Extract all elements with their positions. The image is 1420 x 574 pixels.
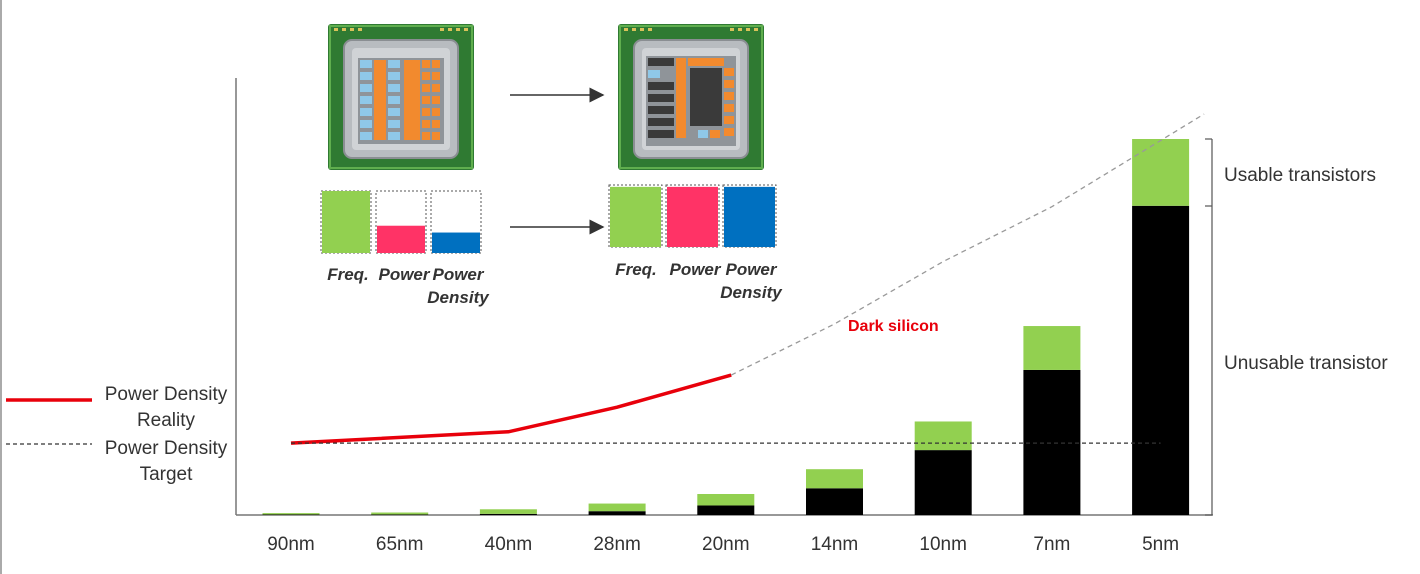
usable-transistors-label: Usable transistors xyxy=(1224,165,1376,186)
legend-target-line2: Target xyxy=(140,464,194,485)
inset-left-density-label-line2: Density xyxy=(427,288,490,307)
bar-unusable-90nm xyxy=(262,514,320,515)
x-tick-40nm: 40nm xyxy=(485,534,533,555)
bar-usable-90nm xyxy=(262,513,320,515)
chip-image-right xyxy=(618,24,764,170)
inset-left-power-label: Power xyxy=(378,265,430,284)
legend-target-line1: Power Density xyxy=(105,438,228,459)
right-bracket xyxy=(1205,138,1213,516)
bar-unusable-14nm xyxy=(806,488,863,515)
bar-usable-10nm xyxy=(914,421,972,451)
bar-usable-7nm xyxy=(1023,326,1081,370)
inset-right-bar-fill-2 xyxy=(724,186,775,247)
inset-left-density-label-line1: Power xyxy=(432,265,484,284)
lines-layer xyxy=(290,113,1205,445)
x-tick-65nm: 65nm xyxy=(376,534,424,555)
line-power-density-reality xyxy=(290,373,732,445)
inset-left-freq-label: Freq. xyxy=(327,265,369,284)
bar-unusable-5nm xyxy=(1132,205,1190,515)
bar-unusable-65nm xyxy=(371,514,429,515)
x-tick-5nm: 5nm xyxy=(1142,534,1179,555)
chip-image-left xyxy=(328,24,474,170)
line-dark-silicon-projection xyxy=(730,113,1205,376)
bar-usable-65nm xyxy=(371,512,429,515)
inset-bars xyxy=(320,184,777,254)
inset-right-density-label-line2: Density xyxy=(720,283,783,302)
legend: Power Density Reality Power Density Targ… xyxy=(6,384,228,485)
legend-reality-line2: Reality xyxy=(137,410,196,431)
bar-unusable-28nm xyxy=(588,511,646,515)
inset-right-bar-fill-0 xyxy=(610,186,661,247)
inset-right-freq-label: Freq. xyxy=(615,260,657,279)
x-tick-14nm: 14nm xyxy=(811,534,859,555)
inset-left-bar-fill-2 xyxy=(432,232,480,253)
bar-usable-20nm xyxy=(697,494,755,506)
bar-usable-5nm xyxy=(1132,139,1190,206)
bar-unusable-10nm xyxy=(914,450,972,515)
dark-silicon-annotation: Dark silicon xyxy=(848,318,939,335)
x-tick-7nm: 7nm xyxy=(1033,534,1070,555)
bar-usable-14nm xyxy=(806,469,863,489)
inset-right-power-label: Power xyxy=(669,260,721,279)
bar-unusable-7nm xyxy=(1023,369,1081,515)
inset-right-bar-fill-1 xyxy=(667,186,718,247)
bars-layer xyxy=(262,139,1190,515)
inset-right-density-label-line1: Power xyxy=(725,260,777,279)
x-tick-20nm: 20nm xyxy=(702,534,750,555)
x-tick-28nm: 28nm xyxy=(593,534,641,555)
bar-unusable-40nm xyxy=(479,513,537,515)
bar-usable-40nm xyxy=(479,509,537,514)
bar-unusable-20nm xyxy=(697,505,755,515)
inset-left-bar-fill-1 xyxy=(377,225,425,253)
bar-usable-28nm xyxy=(588,503,646,512)
unusable-transistor-label: Unusable transistor xyxy=(1224,353,1388,374)
x-tick-10nm: 10nm xyxy=(919,534,967,555)
x-tick-90nm: 90nm xyxy=(267,534,315,555)
x-tick-labels: 90nm 65nm 40nm 28nm 20nm 14nm 10nm 7nm 5nm xyxy=(267,534,1179,555)
legend-reality-line1: Power Density xyxy=(105,384,228,405)
inset-left-bar-fill-0 xyxy=(322,191,370,253)
